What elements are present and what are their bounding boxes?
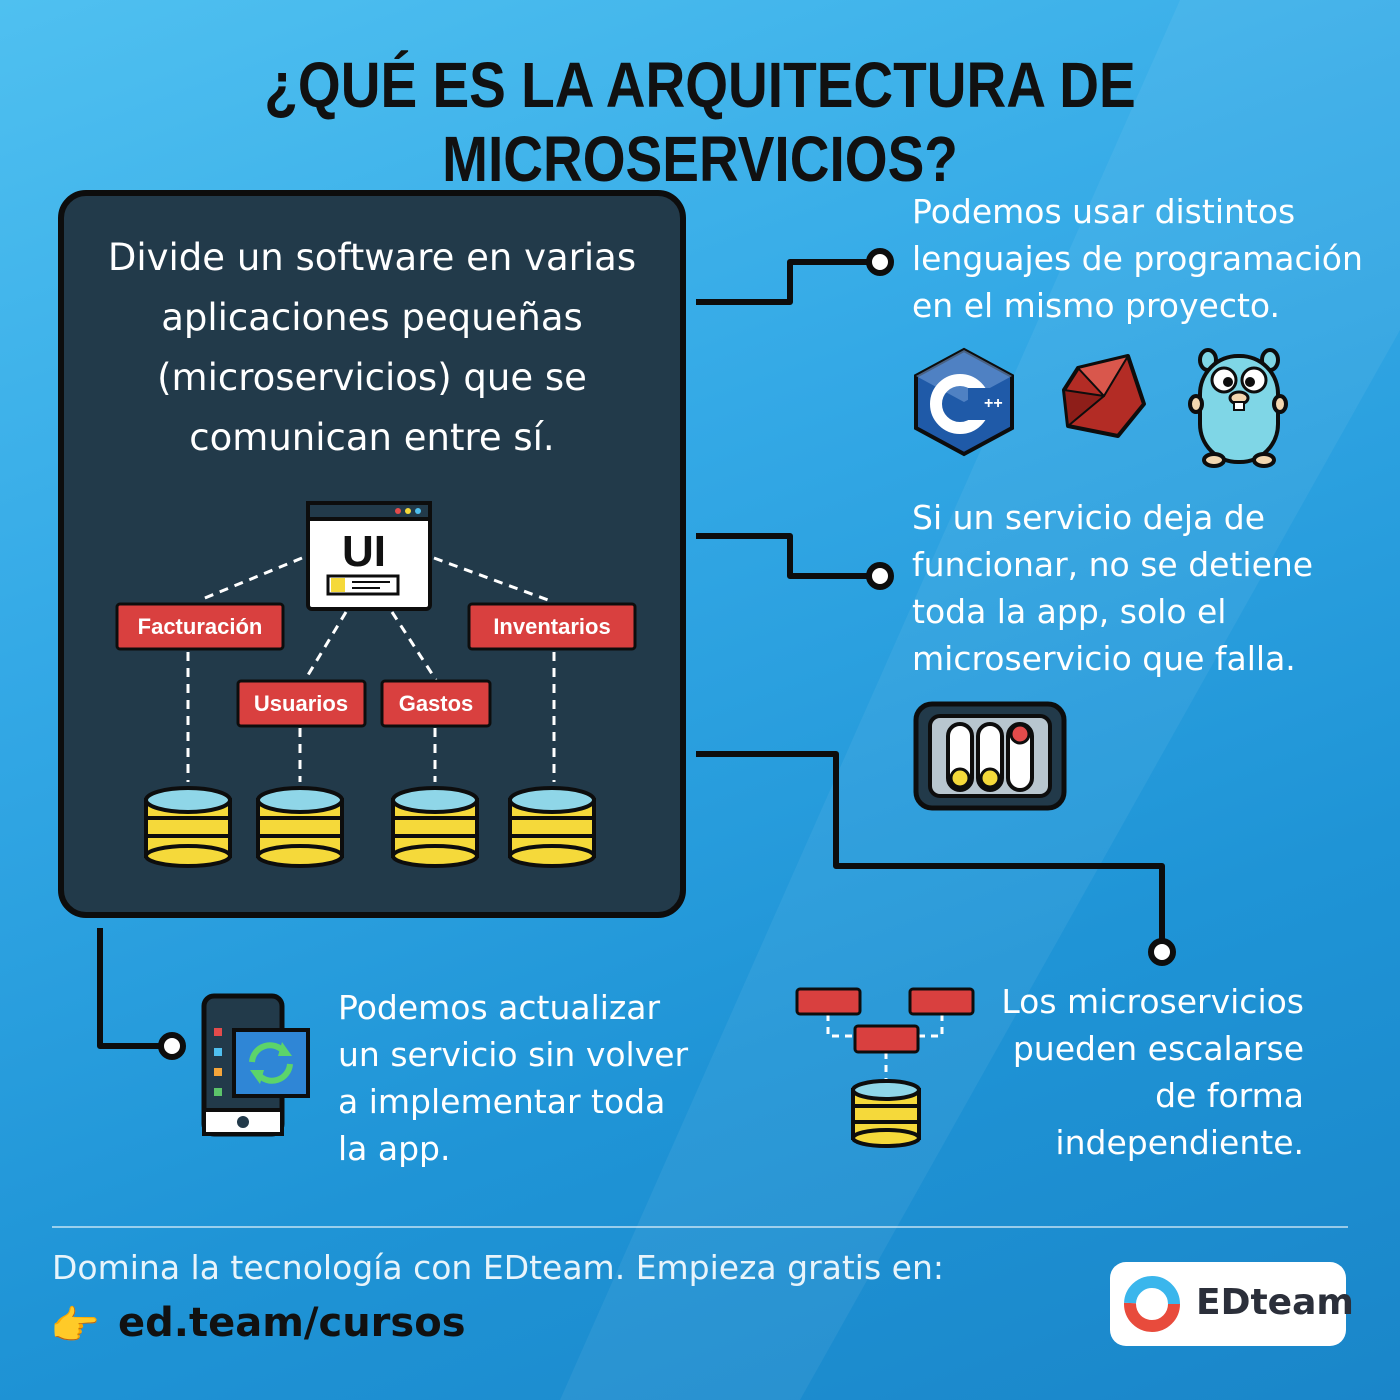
ui-label: UI bbox=[342, 527, 386, 576]
go-gopher-icon bbox=[1188, 348, 1288, 468]
ruby-icon bbox=[1062, 354, 1146, 438]
edteam-logo-text: EDteam bbox=[1196, 1282, 1354, 1323]
page-title: ¿QUÉ ES LA ARQUITECTURA DE MICROSERVICIO… bbox=[264, 49, 1136, 195]
cpp-badge: ++ bbox=[984, 395, 1003, 412]
benefit-languages-text: Podemos usar distintos lenguajes de prog… bbox=[912, 192, 1363, 325]
footer-text: Domina la tecnología con EDteam. Empieza… bbox=[52, 1248, 944, 1287]
service-label: Facturación bbox=[138, 614, 263, 639]
service-box-inventarios bbox=[467, 602, 637, 651]
database-icon bbox=[256, 786, 344, 868]
connector-dot bbox=[866, 562, 894, 590]
benefit-scale-text: Los microservicios pueden escalarse de f… bbox=[1001, 982, 1304, 1162]
connector-update bbox=[97, 928, 162, 1049]
connector-fault bbox=[696, 533, 868, 579]
benefit-update-text: Podemos actualizar un servicio sin volve… bbox=[338, 988, 689, 1168]
service-box-gastos bbox=[380, 679, 492, 728]
database-icon bbox=[144, 786, 232, 868]
ui-window-icon: UI bbox=[306, 501, 432, 611]
database-icon bbox=[508, 786, 596, 868]
database-icon bbox=[391, 786, 479, 868]
connector-dot bbox=[158, 1032, 186, 1060]
footer-divider bbox=[52, 1226, 1348, 1228]
cpp-icon: ++ bbox=[914, 347, 1014, 457]
phone-sync-icon bbox=[201, 993, 310, 1137]
service-label: Usuarios bbox=[254, 691, 348, 716]
dashed-links bbox=[186, 556, 556, 782]
connector-languages bbox=[696, 259, 868, 305]
service-label: Inventarios bbox=[493, 614, 610, 639]
toggle-panel-icon bbox=[913, 701, 1067, 811]
pointing-hand-icon: 👉 bbox=[50, 1303, 100, 1349]
connector-scale bbox=[696, 751, 1165, 940]
panel-description: Divide un software en varias aplicacione… bbox=[107, 236, 637, 459]
service-label: Gastos bbox=[399, 691, 474, 716]
service-box-usuarios bbox=[236, 679, 367, 728]
courses-link[interactable]: ed.team/cursos bbox=[118, 1300, 466, 1346]
connector-dot bbox=[866, 248, 894, 276]
scale-servers-icon bbox=[795, 987, 975, 1148]
benefit-fault-text: Si un servicio deja de funcionar, no se … bbox=[912, 498, 1314, 678]
service-box-facturacion bbox=[115, 602, 285, 651]
connector-dot bbox=[1148, 938, 1176, 966]
